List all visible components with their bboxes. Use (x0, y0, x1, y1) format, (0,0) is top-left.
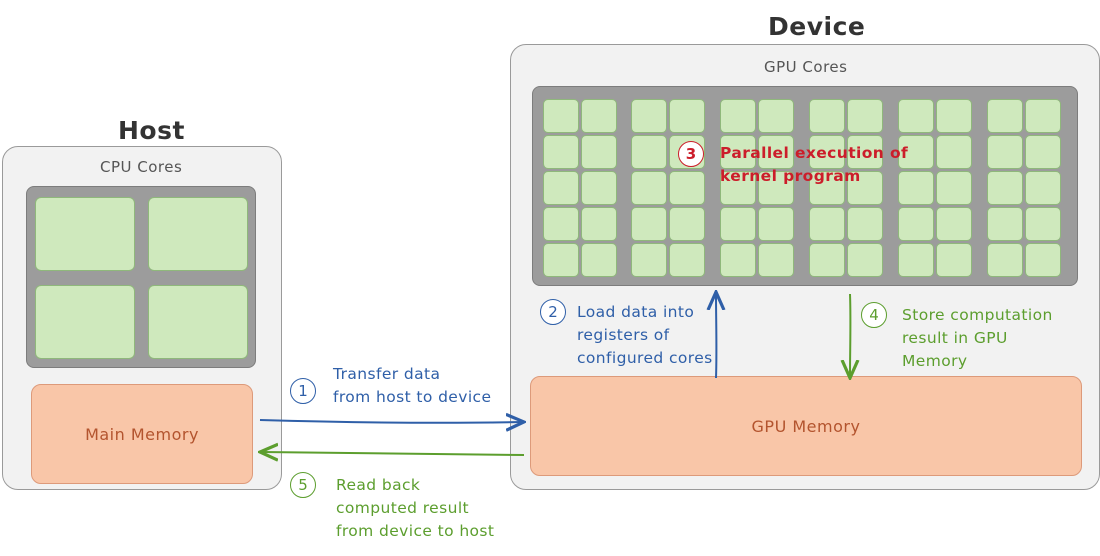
gpu-core (581, 135, 617, 169)
gpu-core (809, 243, 845, 277)
gpu-memory-label: GPU Memory (751, 416, 861, 436)
gpu-core (987, 207, 1023, 241)
device-title: Device (768, 12, 866, 41)
gpu-core (669, 243, 705, 277)
gpu-core (581, 171, 617, 205)
gpu-core (847, 243, 883, 277)
step-2-text: Load data into registers of configured c… (577, 303, 713, 367)
gpu-core (1025, 99, 1061, 133)
gpu-core (631, 171, 667, 205)
gpu-core (758, 135, 794, 169)
step-5-text: Read back computed result from device to… (336, 476, 495, 540)
gpu-core (898, 135, 934, 169)
gpu-core (631, 99, 667, 133)
gpu-core (1025, 207, 1061, 241)
gpu-core (847, 99, 883, 133)
gpu-core (669, 99, 705, 133)
host-title: Host (118, 116, 185, 145)
gpu-core (936, 135, 972, 169)
gpu-core (898, 99, 934, 133)
gpu-core (758, 171, 794, 205)
gpu-core (543, 99, 579, 133)
gpu-core (543, 171, 579, 205)
step-1-badge: 1 (290, 378, 316, 404)
gpu-core (936, 207, 972, 241)
cpu-core (35, 197, 135, 271)
step-3-badge: 3 (678, 141, 704, 167)
gpu-core (936, 243, 972, 277)
arrow-device-to-host (262, 452, 525, 455)
gpu-core (720, 171, 756, 205)
gpu-core (543, 135, 579, 169)
cpu-core (35, 285, 135, 359)
gpu-core (1025, 135, 1061, 169)
step-1-text: Transfer data from host to device (333, 365, 492, 406)
gpu-core (936, 99, 972, 133)
gpu-core (898, 171, 934, 205)
step-2-badge: 2 (540, 299, 566, 325)
gpu-core (631, 135, 667, 169)
gpu-core (847, 207, 883, 241)
gpu-core (720, 135, 756, 169)
gpu-core (809, 207, 845, 241)
gpu-core (669, 207, 705, 241)
arrow-host-to-device (259, 420, 522, 423)
gpu-core (669, 171, 705, 205)
step-3-text: Parallel execution of kernel program (720, 144, 909, 185)
gpu-core (809, 135, 845, 169)
gpu-core (758, 99, 794, 133)
gpu-core (847, 171, 883, 205)
main-memory-label: Main Memory (85, 424, 199, 444)
main-memory: Main Memory (31, 384, 253, 484)
gpu-core (898, 207, 934, 241)
gpu-memory: GPU Memory (530, 376, 1082, 476)
gpu-core (720, 99, 756, 133)
gpu-core (631, 243, 667, 277)
step-4-text: Store computation result in GPU Memory (902, 306, 1053, 370)
gpu-core (543, 207, 579, 241)
gpu-core (581, 207, 617, 241)
gpu-core (987, 135, 1023, 169)
gpu-core (543, 243, 579, 277)
step-4-badge: 4 (861, 302, 887, 328)
cpu-cores-label: CPU Cores (100, 158, 183, 176)
gpu-core (987, 243, 1023, 277)
gpu-core (1025, 171, 1061, 205)
cpu-core (148, 285, 248, 359)
gpu-core (631, 207, 667, 241)
gpu-core-tray (532, 86, 1078, 286)
gpu-core (898, 243, 934, 277)
gpu-core (809, 99, 845, 133)
gpu-core (758, 243, 794, 277)
step-5-badge: 5 (290, 472, 316, 498)
gpu-core (720, 243, 756, 277)
cpu-core-tray (26, 186, 256, 368)
gpu-core (847, 135, 883, 169)
gpu-core (809, 171, 845, 205)
gpu-core (936, 171, 972, 205)
gpu-core (581, 99, 617, 133)
gpu-core (1025, 243, 1061, 277)
gpu-core (758, 207, 794, 241)
gpu-core (581, 243, 617, 277)
gpu-cores-label: GPU Cores (764, 58, 848, 76)
gpu-core (987, 171, 1023, 205)
cpu-core (148, 197, 248, 271)
gpu-core (720, 207, 756, 241)
gpu-core (987, 99, 1023, 133)
